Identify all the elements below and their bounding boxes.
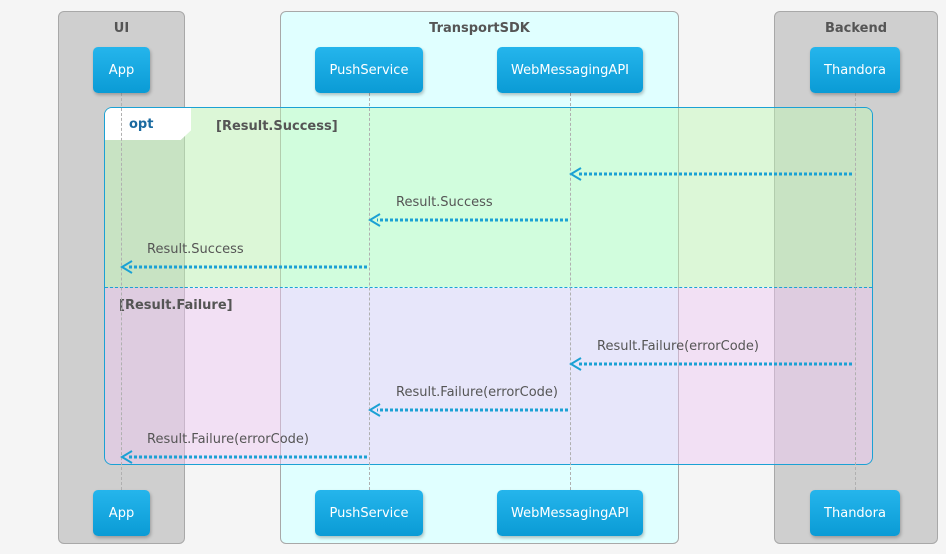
msg-3-arrowhead: [120, 260, 133, 274]
lifeline-webmessagingapi: [570, 93, 571, 490]
msg-4-arrowhead: [569, 357, 582, 371]
section-divider: [105, 287, 872, 288]
participant-webmessagingapi-top: WebMessagingAPI: [497, 47, 643, 93]
msg-6-label: Result.Failure(errorCode): [147, 432, 309, 447]
lifeline-app: [121, 93, 122, 490]
msg-6-arrowhead: [120, 450, 133, 464]
participant-app-top: App: [93, 47, 150, 93]
ui-box-title: UI: [113, 21, 130, 36]
opt-operator-tab: opt: [105, 108, 191, 140]
msg-2-label: Result.Success: [396, 195, 493, 210]
participant-thandora-top: Thandora: [810, 47, 900, 93]
success-section: [105, 108, 872, 287]
backend-box: Backend: [774, 11, 938, 544]
msg-5-arrowhead: [368, 403, 381, 417]
failure-section: [105, 288, 872, 464]
msg-1-arrowhead: [569, 167, 582, 181]
msg-5-label: Result.Failure(errorCode): [396, 385, 558, 400]
guard-failure: [Result.Failure]: [119, 298, 233, 313]
transport-sdk-box-title: TransportSDK: [429, 21, 530, 36]
participant-pushservice-top: PushService: [315, 47, 423, 93]
lifeline-pushservice: [369, 93, 370, 490]
participant-thandora-bottom: Thandora: [810, 490, 900, 536]
backend-box-title: Backend: [824, 21, 888, 36]
msg-2-arrowhead: [368, 213, 381, 227]
lifeline-thandora: [855, 93, 856, 490]
msg-4-label: Result.Failure(errorCode): [597, 339, 759, 354]
guard-success: [Result.Success]: [216, 119, 338, 134]
opt-operator-label: opt: [129, 116, 154, 132]
participant-webmessagingapi-bottom: WebMessagingAPI: [497, 490, 643, 536]
opt-fragment: opt [Result.Success] [Result.Failure]: [104, 107, 873, 465]
participant-app-bottom: App: [93, 490, 150, 536]
msg-3-label: Result.Success: [147, 242, 244, 257]
transport-sdk-box: TransportSDK: [280, 11, 679, 544]
participant-pushservice-bottom: PushService: [315, 490, 423, 536]
